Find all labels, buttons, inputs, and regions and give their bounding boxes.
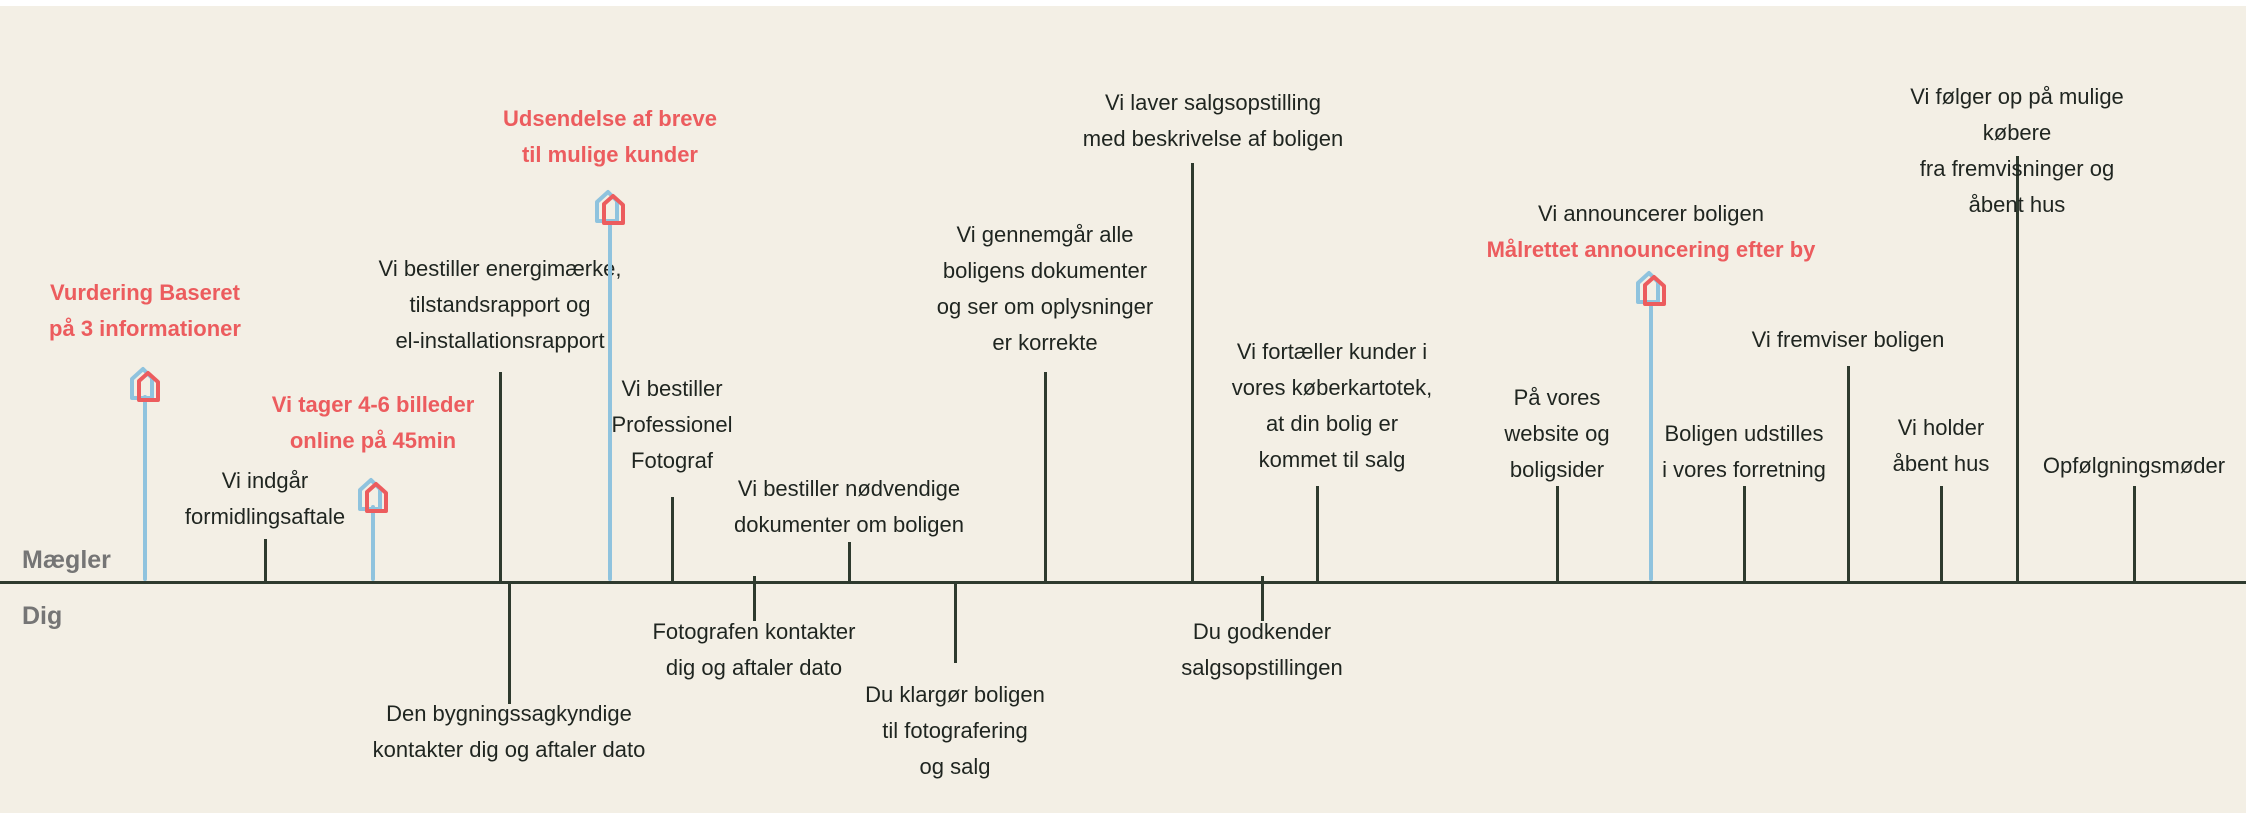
- event-label-line: formidlingsaftale: [184, 504, 346, 529]
- event-tick: [1316, 486, 1319, 581]
- event-tick: [1261, 576, 1264, 621]
- event-label: Vi tager 4-6 billeder online på 45min: [272, 387, 475, 459]
- event-tick: [2016, 156, 2019, 581]
- event-tick: [1847, 366, 1850, 581]
- event-label-line: Vi gennemgår alle: [956, 222, 1134, 247]
- event-label-line: åbent hus: [1892, 451, 1990, 476]
- event-label: Vi laver salgsopstilling med beskrivelse …: [1083, 85, 1343, 157]
- event-label-line: og salg: [919, 754, 991, 779]
- house-pin-icon: [595, 190, 625, 225]
- event-tick: [1044, 372, 1047, 581]
- event-label-line: Boligen udstilles: [1664, 421, 1824, 446]
- event-label-line: Udsendelse af breve: [503, 106, 717, 131]
- event-label-line: kontakter dig og aftaler dato: [372, 737, 646, 762]
- timeline-axis: [0, 581, 2246, 584]
- event-tick: [508, 584, 511, 704]
- lane-label-dig: Dig: [22, 602, 63, 630]
- event-tick: [1556, 486, 1559, 581]
- event-label-line: Vi fortæller kunder i: [1236, 339, 1428, 364]
- event-label-line: Vi indgår: [221, 468, 309, 493]
- event-label-line: salgsopstillingen: [1181, 655, 1343, 680]
- event-label-line: Du godkender: [1192, 619, 1332, 644]
- event-tick: [1743, 486, 1746, 581]
- pin-stem: [143, 395, 147, 581]
- event-tick: [848, 542, 851, 581]
- event-label-line: på 3 informationer: [49, 316, 241, 341]
- event-label-line: Professionel: [611, 412, 733, 437]
- event-label-line: dokumenter om boligen: [734, 512, 964, 537]
- event-label-line: boligsider: [1509, 457, 1605, 482]
- event-label-line: vores køberkartotek,: [1231, 375, 1433, 400]
- event-label-line: Vi announcerer boligen: [1538, 201, 1764, 226]
- event-label-line: tilstandsrapport og: [409, 292, 591, 317]
- event-label-line: Vi laver salgsopstilling: [1104, 90, 1322, 115]
- event-label-line: Vi følger op på mulige købere: [1910, 84, 2124, 145]
- event-tick: [753, 576, 756, 621]
- event-label-line: med beskrivelse af boligen: [1082, 126, 1344, 151]
- event-label: Vi fortæller kunder i vores køberkartotek…: [1232, 334, 1433, 478]
- event-label-line: dig og aftaler dato: [665, 655, 843, 680]
- event-label-line: Vi bestiller: [621, 376, 723, 401]
- event-label-line: fra fremvisninger og åbent hus: [1919, 156, 2115, 217]
- event-tick: [2133, 486, 2136, 581]
- event-label-line: til fotografering: [882, 718, 1028, 743]
- pin-stem: [1649, 302, 1653, 581]
- house-pin-icon: [358, 478, 388, 513]
- event-label-line: Vi fremviser boligen: [1751, 327, 1945, 352]
- event-label-line: er korrekte: [992, 330, 1098, 355]
- event-label-line: Du klargør boligen: [865, 682, 1045, 707]
- event-tick: [1940, 486, 1943, 581]
- pin-stem: [371, 505, 375, 581]
- event-label: Fotografen kontakter dig og aftaler dato: [652, 614, 855, 686]
- event-label-line: at din bolig er: [1265, 411, 1399, 436]
- pin-stem: [608, 219, 612, 581]
- event-tick: [954, 584, 957, 663]
- event-label-line: På vores: [1513, 385, 1601, 410]
- event-label: Udsendelse af breve til mulige kunder: [503, 101, 717, 173]
- event-label-line: i vores forretning: [1662, 457, 1826, 482]
- event-label-line: og ser om oplysninger: [936, 294, 1154, 319]
- event-label-line: el-installationsrapport: [395, 328, 605, 353]
- event-label-line: Fotograf: [631, 448, 713, 473]
- event-label: Boligen udstilles i vores forretning: [1662, 416, 1826, 488]
- event-tick: [264, 539, 267, 581]
- event-label: Vi indgår formidlingsaftale: [185, 463, 345, 535]
- event-label-line: kommet til salg: [1258, 447, 1406, 472]
- event-label-line: online på 45min: [289, 428, 457, 453]
- event-label: Opfølgningsmøder: [2043, 448, 2225, 484]
- event-label: Du klargør boligen til fotografering og sa…: [865, 677, 1045, 785]
- event-tick: [1191, 163, 1194, 581]
- event-label-line: Vi bestiller nødvendige: [737, 476, 961, 501]
- event-label: Vi fremviser boligen: [1752, 322, 1945, 358]
- event-label: Vi bestiller energimærke, tilstandsrappor…: [379, 251, 622, 359]
- event-label: Vi holder åbent hus: [1893, 410, 1990, 482]
- event-label-line: Vi holder: [1897, 415, 1985, 440]
- event-label-line: Fotografen kontakter: [652, 619, 856, 644]
- event-label-line: boligens dokumenter: [942, 258, 1148, 283]
- event-label-line: website og: [1504, 421, 1610, 446]
- house-pin-icon: [1636, 271, 1666, 306]
- event-label-line: Opfølgningsmøder: [2042, 453, 2226, 478]
- event-label: Du godkender salgsopstillingen: [1181, 614, 1342, 686]
- event-label-line: til mulige kunder: [521, 142, 699, 167]
- event-label: Vi gennemgår alle boligens dokumenter og s…: [937, 217, 1153, 361]
- event-label: Den bygningssagkyndige kontakter dig og a…: [373, 696, 646, 768]
- event-label: Vi bestiller nødvendige dokumenter om bol…: [734, 471, 964, 543]
- event-label: Vurdering Baseret på 3 informationer: [49, 275, 241, 347]
- event-label: På vores website og boligsider: [1504, 380, 1609, 488]
- lane-label-maegler: Mægler: [22, 546, 111, 574]
- event-tick: [671, 497, 674, 581]
- event-label-line: Den bygningssagkyndige: [386, 701, 632, 726]
- event-label-line: Målrettet announcering efter by: [1486, 237, 1816, 262]
- event-label-line: Vurdering Baseret: [50, 280, 240, 305]
- event-tick: [499, 372, 502, 581]
- event-label: Vi følger op på mulige købere fra fremvis…: [1903, 79, 2132, 223]
- event-label-line: Vi bestiller energimærke,: [378, 256, 622, 281]
- event-label-line: Vi tager 4-6 billeder: [271, 392, 475, 417]
- house-pin-icon: [130, 367, 160, 402]
- timeline-canvas: Mægler Dig Vurdering Baseret på 3 informa…: [0, 6, 2246, 813]
